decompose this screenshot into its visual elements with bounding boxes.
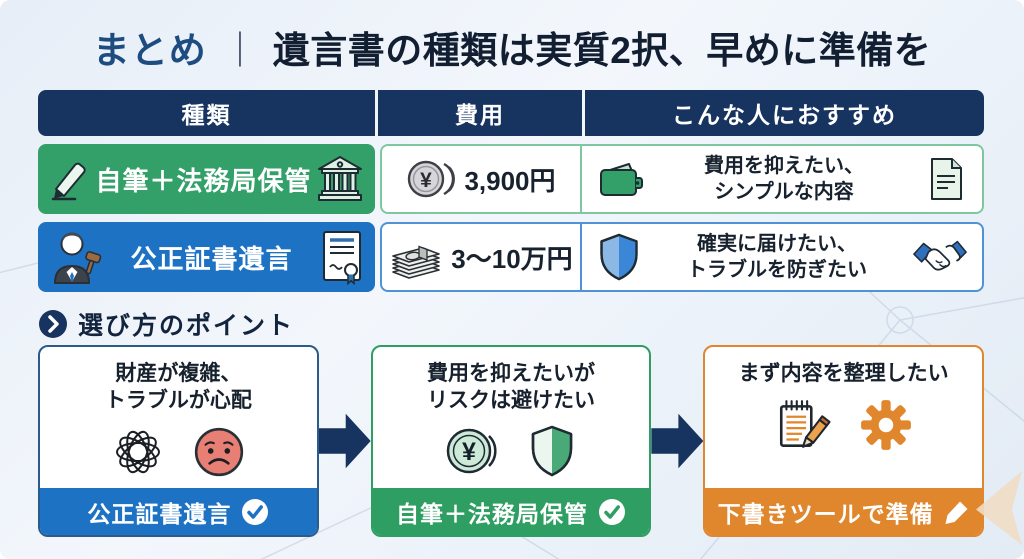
type-label: 自筆＋法務局保管 [95, 165, 312, 196]
shield-blue-icon [600, 233, 638, 281]
decision-title-line1: 費用を抑えたいが [427, 362, 595, 385]
recommend-cell: 確実に届けたい、 トラブルを防ぎたい [582, 224, 982, 290]
decision-box-title: 費用を抑えたいが リスクは避けたい [427, 360, 595, 415]
recommend-line1: 確実に届けたい、 [697, 233, 857, 255]
decision-footer-label: 公正証書遺言 [87, 500, 232, 527]
recommend-line2: シンプルな内容 [714, 181, 854, 203]
row-detail: 3〜10万円 確実に届けたい、 トラブルを防ぎたい [380, 222, 984, 292]
flow-arrow-gap [318, 412, 371, 470]
recommend-line1: 費用を抑えたい、 [704, 155, 864, 177]
wallet-icon [600, 163, 643, 196]
arrow-right-icon [651, 413, 704, 469]
check-circle-icon [242, 498, 269, 525]
decision-box-footer: 自筆＋法務局保管 [372, 488, 650, 535]
svg-text:¥: ¥ [462, 438, 476, 466]
shield-green-icon [531, 425, 573, 476]
document-icon [931, 158, 962, 200]
comparison-table: 種類 費用 こんな人におすすめ 自筆＋法務局保管 [38, 90, 984, 292]
gray-coin-icon: ¥ [408, 160, 456, 198]
recommend-text: 確実に届けたい、 トラブルを防ぎたい [642, 231, 912, 283]
row-detail: ¥ 3,900円 費用を抑えたい、 シンプルな内容 [380, 144, 984, 214]
gear-icon [860, 400, 911, 451]
header-type: 種類 [38, 90, 375, 136]
table-row: 自筆＋法務局保管 [38, 144, 984, 214]
decision-title-line2: トラブルが心配 [104, 389, 252, 413]
tangled-knot-icon [116, 430, 161, 473]
check-circle-icon [599, 498, 625, 525]
recommend-cell: 費用を抑えたい、 シンプルな内容 [582, 146, 982, 212]
pencil-icon [945, 501, 968, 524]
type-cell-kousei: 公正証書遺言 [38, 222, 375, 292]
arrow-right-icon [318, 413, 371, 469]
points-heading: 選び方のポイント [38, 306, 294, 342]
bank-building-icon [317, 156, 362, 201]
notepad-pencil-icon [779, 400, 831, 449]
chevron-right-circle-icon [39, 310, 67, 338]
decision-box-1: 財産が複雑、 トラブルが心配 [38, 345, 319, 537]
decision-box-body: 財産が複雑、 トラブルが心配 [40, 347, 317, 488]
decision-title-line1: まず内容を整理したい [738, 362, 949, 385]
cost-value: 3,900円 [464, 165, 556, 196]
decision-box-2: 費用を抑えたいが リスクは避けたい ¥ [370, 345, 652, 537]
points-heading-label: 選び方のポイント [78, 312, 295, 340]
decision-footer-label: 下書きツールで準備 [717, 500, 934, 527]
decision-box-footer: 下書きツールで準備 [705, 488, 983, 535]
handshake-icon [913, 240, 967, 271]
decision-box-body: まず内容を整理したい [705, 347, 982, 488]
notary-person-icon [53, 232, 102, 284]
decision-title-line2: リスクは避けたい [427, 389, 595, 413]
certificate-icon [322, 231, 361, 285]
yen-coin-green-icon: ¥ [446, 428, 497, 473]
decision-box-title: まず内容を整理したい [739, 360, 949, 387]
decision-box-body: 費用を抑えたいが リスクは避けたい ¥ [373, 347, 650, 488]
type-cell-jihitsu: 自筆＋法務局保管 [38, 144, 375, 214]
page-title: まとめ ｜ 遺言書の種類は実質2択、早めに準備を [0, 20, 1024, 74]
pen-icon [51, 162, 86, 201]
decision-box-icons [110, 424, 246, 480]
flow-arrow-gap [651, 412, 704, 470]
type-label: 公正証書遺言 [130, 243, 293, 274]
cost-cell: 3〜10万円 [382, 224, 582, 290]
cost-cell: ¥ 3,900円 [382, 146, 582, 212]
header-cost: 費用 [378, 90, 582, 136]
decision-title-line1: 財産が複雑、 [115, 362, 242, 385]
cost-value: 3〜10万円 [451, 243, 573, 274]
recommend-text: 費用を抑えたい、 シンプルな内容 [644, 153, 924, 205]
decision-box-3: まず内容を整理したい [703, 345, 985, 537]
worried-face-icon [195, 427, 244, 476]
title-prefix: まとめ [92, 30, 207, 71]
decision-flow: 財産が複雑、 トラブルが心配 [38, 345, 985, 537]
banknotes-icon [392, 245, 441, 279]
title-separator: ｜ [230, 31, 250, 70]
svg-text:¥: ¥ [421, 169, 433, 192]
decision-box-icons [774, 396, 914, 454]
decision-box-footer: 公正証書遺言 [40, 488, 317, 535]
table-row: 公正証書遺言 [38, 222, 984, 292]
title-main: 遺言書の種類は実質2択、早めに準備を [272, 30, 932, 71]
header-recommend: こんな人におすすめ [585, 90, 984, 136]
decision-box-icons: ¥ [445, 424, 577, 478]
decision-footer-label: 自筆＋法務局保管 [396, 500, 588, 527]
recommend-line2: トラブルを防ぎたい [687, 259, 867, 281]
table-header-row: 種類 費用 こんな人におすすめ [38, 90, 984, 136]
decision-box-title: 財産が複雑、 トラブルが心配 [105, 360, 252, 415]
